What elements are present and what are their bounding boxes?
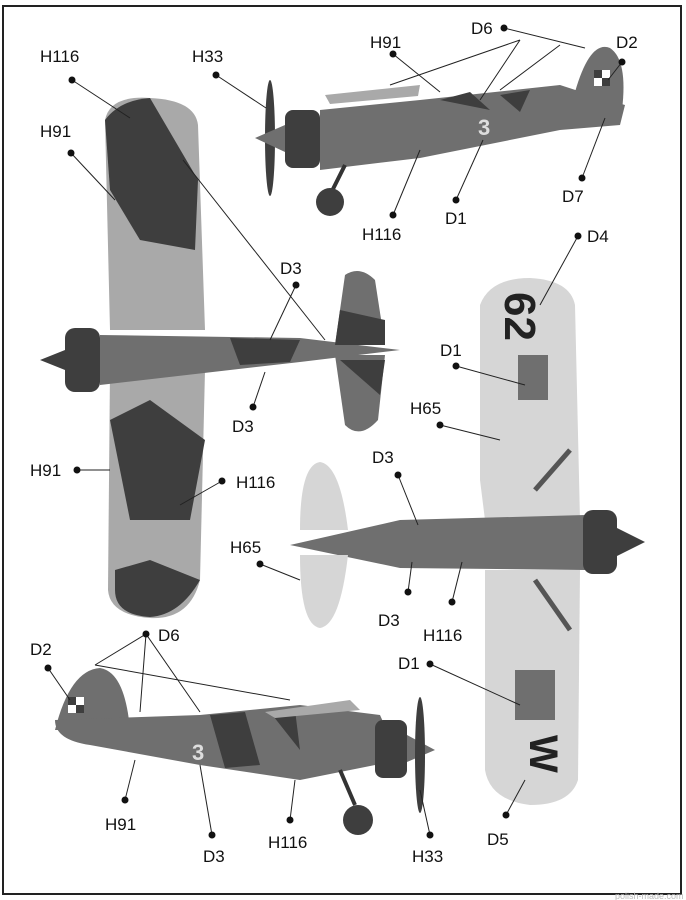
leader-dots bbox=[44, 24, 626, 839]
label-h91: H91 bbox=[105, 815, 136, 834]
label-h91: H91 bbox=[30, 461, 61, 480]
label-d1: D1 bbox=[440, 341, 462, 360]
label-d5: D5 bbox=[487, 830, 509, 849]
label-d6: D6 bbox=[471, 19, 493, 38]
label-d1: D1 bbox=[445, 209, 467, 228]
label-h33: H33 bbox=[192, 47, 223, 66]
label-d3: D3 bbox=[203, 847, 225, 866]
fuselage-number-3-bottom: 3 bbox=[192, 740, 204, 765]
label-d3: D3 bbox=[280, 259, 302, 278]
label-h91: H91 bbox=[40, 122, 71, 141]
side-view-top-plane: 3 bbox=[255, 46, 625, 216]
underside-view-plane: 62 W bbox=[290, 278, 645, 805]
wing-code-w: W bbox=[521, 735, 565, 773]
page-frame bbox=[2, 5, 682, 895]
label-h33: H33 bbox=[412, 847, 443, 866]
top-view-plane bbox=[40, 97, 400, 619]
label-d4: D4 bbox=[587, 227, 609, 246]
fuselage-number-3: 3 bbox=[478, 115, 490, 140]
label-d3: D3 bbox=[372, 448, 394, 467]
label-h116: H116 bbox=[423, 626, 462, 645]
label-d2: D2 bbox=[30, 640, 52, 659]
label-d3: D3 bbox=[232, 417, 254, 436]
label-d7: D7 bbox=[562, 187, 584, 206]
label-h116: H116 bbox=[40, 47, 79, 66]
label-d1: D1 bbox=[398, 654, 420, 673]
leader-lines bbox=[47, 27, 623, 836]
label-h116: H116 bbox=[268, 833, 307, 852]
watermark: polish-made.com bbox=[615, 891, 684, 900]
label-d3: D3 bbox=[378, 611, 400, 630]
callout-labels: H116 H33 H91 D6 D2 D7 D1 H116 H91 D3 D3 … bbox=[30, 19, 638, 866]
label-h65: H65 bbox=[410, 399, 441, 418]
wing-code-62: 62 bbox=[495, 292, 544, 341]
label-h91: H91 bbox=[370, 33, 401, 52]
label-h116: H116 bbox=[236, 473, 275, 492]
label-d2: D2 bbox=[616, 33, 638, 52]
side-view-bottom-plane: 3 bbox=[55, 668, 435, 835]
label-h65: H65 bbox=[230, 538, 261, 557]
label-h116: H116 bbox=[362, 225, 401, 244]
label-d6: D6 bbox=[158, 626, 180, 645]
